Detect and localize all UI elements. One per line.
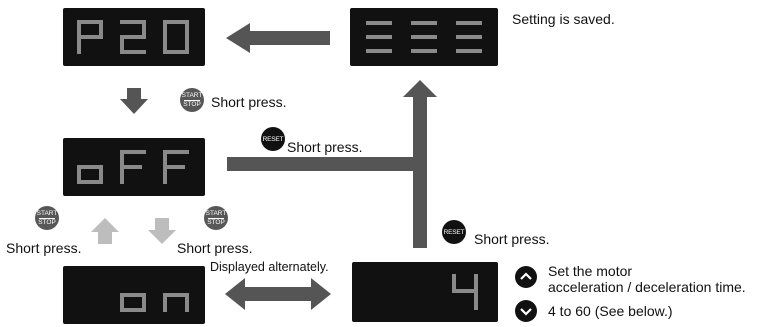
displayed-alternately-label: Displayed alternately. [210, 260, 329, 274]
set-motor-label: Set the motor [548, 263, 633, 279]
range-label: 4 to 60 (See below.) [548, 303, 673, 319]
chevron-up-icon[interactable] [515, 266, 537, 288]
display-off [63, 138, 205, 196]
connector-reset-to-saved [227, 80, 437, 248]
display-p20 [63, 8, 205, 66]
arrow-down-p20-to-off [120, 88, 148, 114]
segment-readout-saved [366, 21, 482, 53]
display-saved [350, 8, 498, 66]
accel-decel-label: acceleration / deceleration time. [548, 279, 746, 295]
segment-readout-off [77, 150, 189, 184]
short-press-label: Short press. [211, 94, 287, 110]
segment-readout-p20 [77, 20, 189, 54]
arrow-to-p20 [226, 23, 330, 53]
short-press-label: Short press. [177, 240, 253, 256]
reset-button[interactable]: RESET [261, 127, 285, 151]
reset-button[interactable]: RESET [442, 220, 466, 244]
arrow-down-off-to-on [148, 218, 176, 244]
double-arrow-alternate [225, 278, 331, 310]
display-value [352, 262, 498, 322]
short-press-label: Short press. [6, 240, 82, 256]
short-press-label: Short press. [474, 231, 550, 247]
arrow-up-on-to-off [91, 218, 119, 244]
short-press-label: Short press. [287, 139, 363, 155]
chevron-down-icon[interactable] [515, 300, 537, 322]
display-on [63, 266, 205, 324]
segment-readout-on [120, 293, 189, 312]
segment-readout-value [452, 274, 478, 310]
setting-saved-label: Setting is saved. [512, 11, 615, 27]
